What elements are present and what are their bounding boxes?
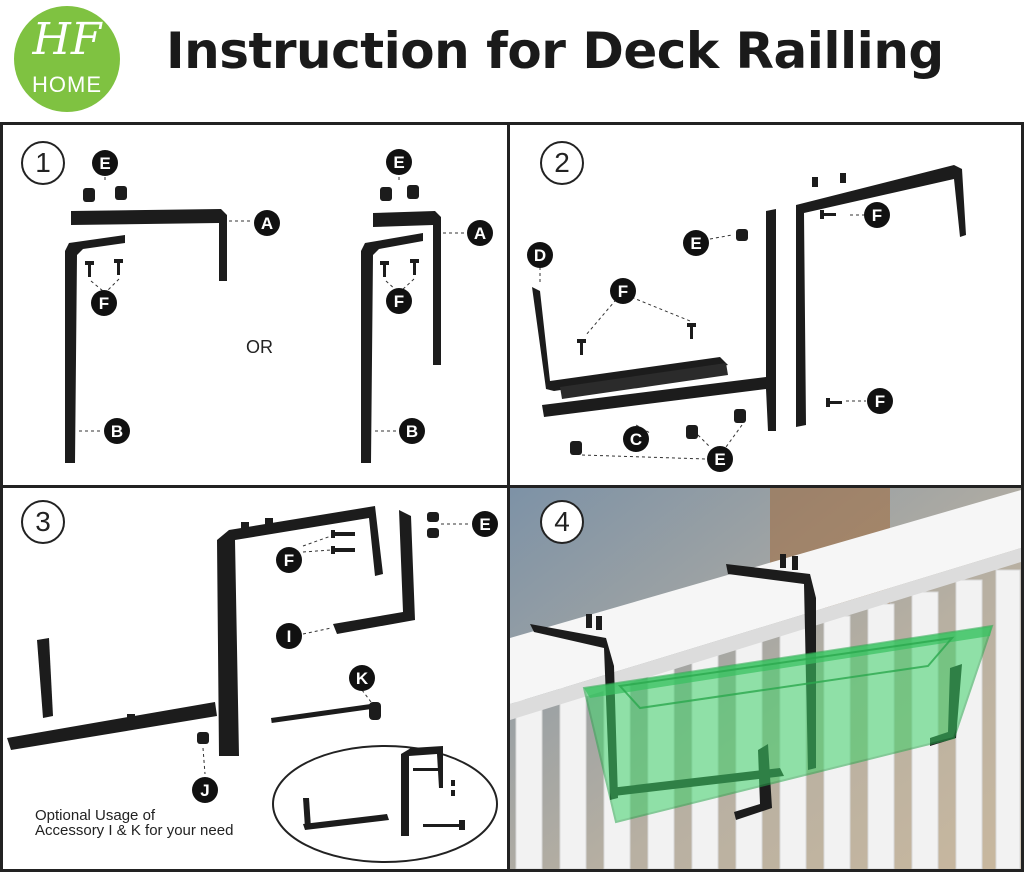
bracket-assembled: [7, 506, 383, 756]
label-e-2b: E: [707, 446, 733, 472]
svg-text:D: D: [534, 246, 546, 265]
bracket-a-left: [71, 209, 227, 281]
screws-f-step2: [577, 210, 842, 407]
step-1-number: 1: [21, 141, 65, 185]
svg-text:B: B: [406, 422, 418, 441]
svg-text:C: C: [630, 430, 642, 449]
inset-bracket: [303, 746, 465, 836]
bracket-a-right: [373, 211, 441, 365]
label-f-2c: F: [867, 388, 893, 414]
step-3-number: 3: [21, 500, 65, 544]
screw-f-right: [380, 259, 419, 277]
label-f-2a: F: [610, 278, 636, 304]
step-2-number: 2: [540, 141, 584, 185]
bracket-c: [542, 209, 776, 431]
bracket-d: [532, 287, 728, 399]
svg-text:E: E: [479, 515, 490, 534]
brand-logo: HF HOME: [14, 6, 120, 112]
svg-text:F: F: [875, 392, 885, 411]
label-e-3: E: [472, 511, 498, 537]
nut-j: [197, 732, 209, 744]
label-f-3: F: [276, 547, 302, 573]
note-line-1: Optional Usage of: [35, 807, 156, 824]
label-j: J: [192, 777, 218, 803]
screws-f-step3: [331, 530, 355, 554]
label-c: C: [623, 426, 649, 452]
svg-text:A: A: [261, 214, 273, 233]
label-a-1b: A: [467, 220, 493, 246]
step-1-panel: 1 E A F B: [0, 122, 510, 488]
spacer-e-right: [380, 185, 419, 201]
label-k: K: [349, 665, 375, 691]
knob-k: [271, 702, 381, 723]
step-2-panel: 2: [507, 122, 1024, 488]
page-title: Instruction for Deck Railling: [166, 22, 944, 80]
optional-usage-note: Optional Usage of Accessory I & K for yo…: [35, 808, 233, 838]
railing-top-rail: [510, 490, 1021, 720]
step-3-panel: 3: [0, 485, 510, 872]
or-separator: OR: [246, 337, 273, 357]
step-4-number: 4: [540, 500, 584, 544]
label-f-2b: F: [864, 202, 890, 228]
svg-text:F: F: [99, 294, 109, 313]
svg-text:F: F: [618, 282, 628, 301]
svg-text:E: E: [99, 154, 110, 173]
bracket-i: [333, 510, 415, 634]
label-e-2a: E: [683, 230, 709, 256]
label-b-1b: B: [399, 418, 425, 444]
svg-text:J: J: [200, 781, 209, 800]
label-a-1a: A: [254, 210, 280, 236]
bracket-b-left: [65, 235, 125, 463]
svg-text:F: F: [872, 206, 882, 225]
spacer-e-left: [83, 186, 127, 202]
note-line-2: Accessory I & K for your need: [35, 822, 234, 839]
label-e-1b: E: [386, 149, 412, 175]
spacers-e-step3: [427, 512, 439, 538]
planter-box: [582, 624, 994, 824]
svg-text:E: E: [393, 153, 404, 172]
bracket-a-step2: [796, 165, 966, 427]
brand-mark: HF: [32, 14, 102, 65]
label-f-1b: F: [386, 288, 412, 314]
svg-text:B: B: [111, 422, 123, 441]
step-1-illustration: E A F B E A F B: [65, 149, 493, 463]
label-d: D: [527, 242, 553, 268]
label-b-1a: B: [104, 418, 130, 444]
svg-text:A: A: [474, 224, 486, 243]
step-2-illustration: D F E F F C E: [527, 165, 966, 472]
svg-text:E: E: [690, 234, 701, 253]
svg-text:I: I: [287, 627, 292, 646]
bracket-b-right: [361, 233, 423, 463]
svg-text:E: E: [714, 450, 725, 469]
step-4-photo: [510, 488, 1021, 869]
spacers-e-step2: [570, 229, 748, 455]
svg-text:F: F: [284, 551, 294, 570]
brand-word: HOME: [32, 72, 102, 97]
label-e-1a: E: [92, 150, 118, 176]
svg-text:K: K: [356, 669, 369, 688]
screw-f-left: [85, 259, 123, 277]
step-4-panel: 4: [507, 485, 1024, 872]
label-i: I: [276, 623, 302, 649]
label-f-1a: F: [91, 290, 117, 316]
step-3-illustration: E F I K J: [7, 506, 498, 863]
optional-usage-inset: [272, 745, 498, 863]
svg-text:F: F: [394, 292, 404, 311]
